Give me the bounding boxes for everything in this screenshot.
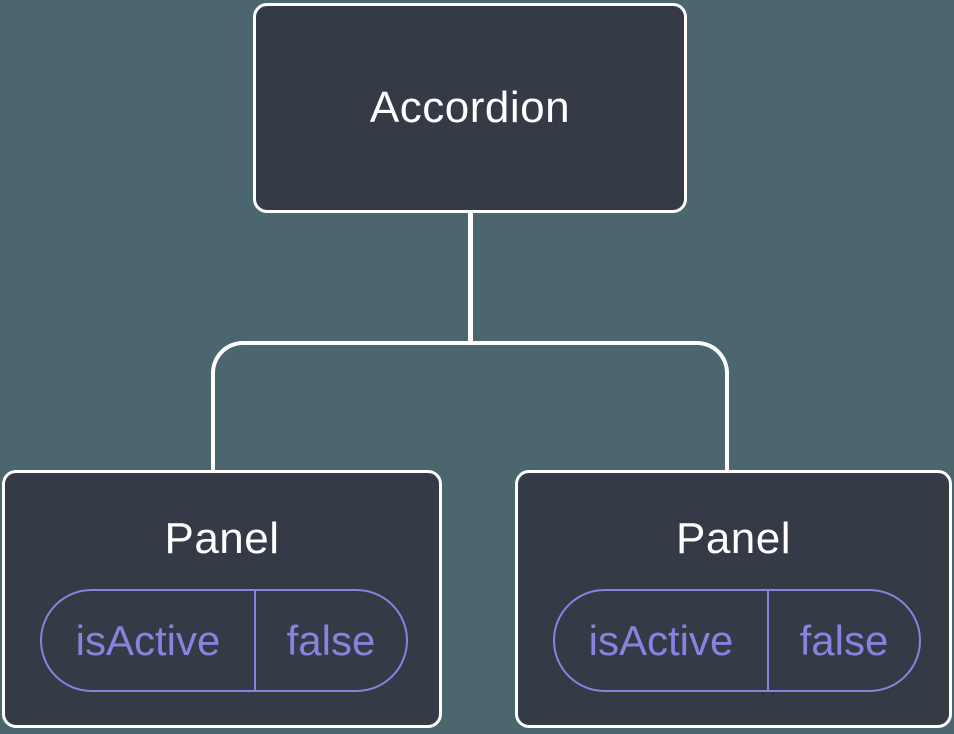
prop-name: isActive — [588, 616, 734, 664]
prop-name-cell: isActive — [555, 591, 769, 690]
panel-node-left-label: Panel — [164, 514, 280, 563]
connector-bracket — [211, 341, 729, 470]
prop-value: false — [286, 616, 376, 664]
connector-stem — [468, 210, 473, 344]
accordion-node-label: Accordion — [369, 83, 571, 132]
prop-value-cell: false — [256, 591, 406, 690]
prop-name-cell: isActive — [42, 591, 256, 690]
panel-node-left: Panel isActive false — [2, 470, 442, 728]
prop-value-cell: false — [769, 591, 919, 690]
prop-value: false — [799, 616, 889, 664]
prop-pill-left: isActive false — [40, 589, 408, 692]
panel-node-right-label: Panel — [675, 514, 792, 563]
prop-pill-right: isActive false — [553, 589, 921, 692]
prop-name: isActive — [75, 616, 221, 664]
accordion-node: Accordion — [253, 3, 687, 213]
panel-node-right: Panel isActive false — [515, 470, 952, 728]
